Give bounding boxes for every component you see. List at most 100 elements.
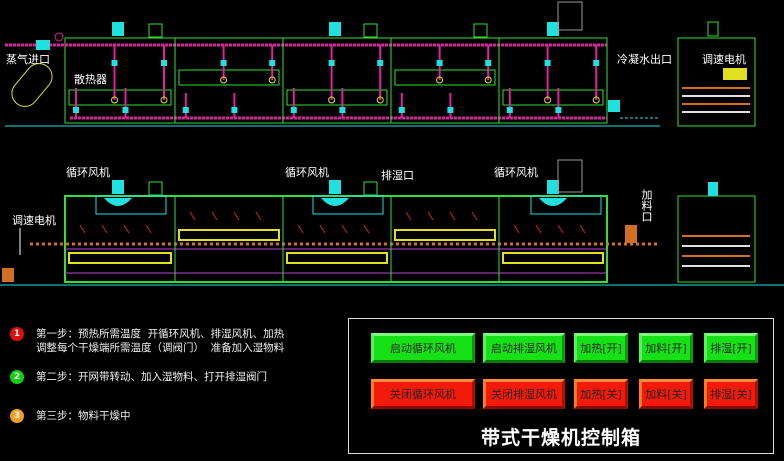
speed-motor-icon [723,68,747,80]
valve-icon [436,60,443,66]
label-fan-2: 循环风机 [285,165,329,179]
stop-exhaust-fan-button[interactable]: 关闭排湿风机 [483,379,565,409]
top-view-pipework [5,1,756,127]
start-circulation-fan-button[interactable]: 启动循环风机 [371,333,475,363]
exhaust-on-button[interactable]: 排湿[开] [704,333,758,363]
end-fan-icon [708,182,718,196]
belt-dryer-diagram: 蒸气进口 散热器 冷凝水出口 调速电机 循环风机 循环风机 循环风机 排湿口 调… [0,1,784,286]
airflow-arrow [145,224,152,234]
label-exhaust-port: 排湿口 [381,168,414,182]
valve-icon [485,60,492,66]
fan-impeller-icon [321,198,349,206]
valve-icon [269,60,276,66]
steam-tank [11,63,53,107]
airflow-arrow [233,211,240,221]
steam-valve-icon [36,40,50,50]
circulation-fan-icon [329,180,341,194]
step-2-badge: 2 [10,370,24,384]
airflow-arrow [535,224,542,234]
dryer-frame-top [64,37,608,124]
radiator-box [502,89,604,106]
airflow-arrow [557,224,564,234]
side-view-dryer [0,159,784,286]
end-fan-icon [707,21,719,37]
valve-icon [377,60,384,66]
start-exhaust-fan-button[interactable]: 启动排湿风机 [483,333,565,363]
radiator-box [394,69,496,86]
exhaust-damper-icon [363,181,378,196]
exhaust-damper-icon [363,23,378,38]
heater-bank [394,229,496,241]
airflow-arrow [123,224,130,234]
airflow-arrow [449,211,456,221]
label-speed-motor-top: 调速电机 [702,52,746,66]
label-fan-1: 循环风机 [66,165,110,179]
trap-icon [160,96,168,104]
trap-icon [220,76,228,84]
valve-icon [447,107,454,113]
label-steam-inlet: 蒸气进口 [6,52,50,66]
pressure-gauge-icon [54,32,64,42]
airflow-arrow [319,224,326,234]
trap-icon [376,96,384,104]
exhaust-tower [557,159,583,193]
airflow-arrow [255,211,262,221]
radiator-box [286,89,388,106]
valve-icon [182,107,189,113]
valve-icon [328,60,335,66]
step-2: 2 第二步：开网带转动、加入湿物料、打开排湿阀门 [10,370,267,384]
step-3: 3 第三步：物料干燥中 [10,409,131,423]
trap-icon [328,96,336,104]
valve-icon [593,60,600,66]
airflow-arrow [579,224,586,234]
label-radiator: 散热器 [74,72,107,86]
fan-impeller-icon [104,198,132,206]
airflow-arrow [189,211,196,221]
airflow-arrow [427,211,434,221]
step-3-badge: 3 [10,409,24,423]
feeding-off-button[interactable]: 加料[关] [639,379,693,409]
trap-icon [436,76,444,84]
exhaust-off-button[interactable]: 排湿[关] [704,379,758,409]
end-view-frame-top [677,37,756,127]
valve-icon [544,60,551,66]
valve-icon [555,107,562,113]
label-condensate-outlet: 冷凝水出口 [617,52,672,66]
trap-icon [268,76,276,84]
control-box-title: 带式干燥机控制箱 [480,427,641,449]
step-1-badge: 1 [10,327,24,341]
condensate-trap-icon [608,100,620,112]
step-1: 1 第一步：预热所需温度 开循环风机、排湿风机、加热 调整每个干燥端所需温度（调… [10,327,284,355]
heater-bank [178,229,280,241]
valve-icon [398,107,405,113]
fan-housing [530,195,602,215]
fan-housing [95,195,167,215]
radiator-box [178,69,280,86]
fan-housing [312,195,384,215]
heating-on-button[interactable]: 加热[开] [574,333,628,363]
airflow-arrow [297,224,304,234]
exhaust-damper-icon [148,181,163,196]
airflow-arrow [513,224,520,234]
fan-motor-icon [112,22,124,36]
valve-icon [220,60,227,66]
feeding-on-button[interactable]: 加料[开] [639,333,693,363]
control-box: 启动循环风机 启动排湿风机 加热[开] 加料[开] 排湿[开] 关闭循环风机 关… [348,318,774,454]
circulation-fan-icon [112,180,124,194]
valve-icon [122,107,129,113]
label-fan-3: 循环风机 [494,165,538,179]
trap-icon [484,76,492,84]
valve-icon [161,60,167,66]
airflow-arrow [341,224,348,234]
airflow-arrow [363,224,370,234]
heater-bank [502,252,604,264]
feed-hopper-icon [625,225,637,243]
heater-bank [286,252,388,264]
exhaust-tower [557,1,583,31]
step-2-text: 第二步：开网带转动、加入湿物料、打开排湿阀门 [36,371,267,383]
circulation-fan-icon [547,180,559,194]
fan-motor-icon [547,22,559,36]
heating-off-button[interactable]: 加热[关] [574,379,628,409]
stop-circulation-fan-button[interactable]: 关闭循环风机 [371,379,475,409]
step-1-text: 第一步：预热所需温度 开循环风机、排湿风机、加热 调整每个干燥端所需温度（调阀门… [36,328,285,354]
